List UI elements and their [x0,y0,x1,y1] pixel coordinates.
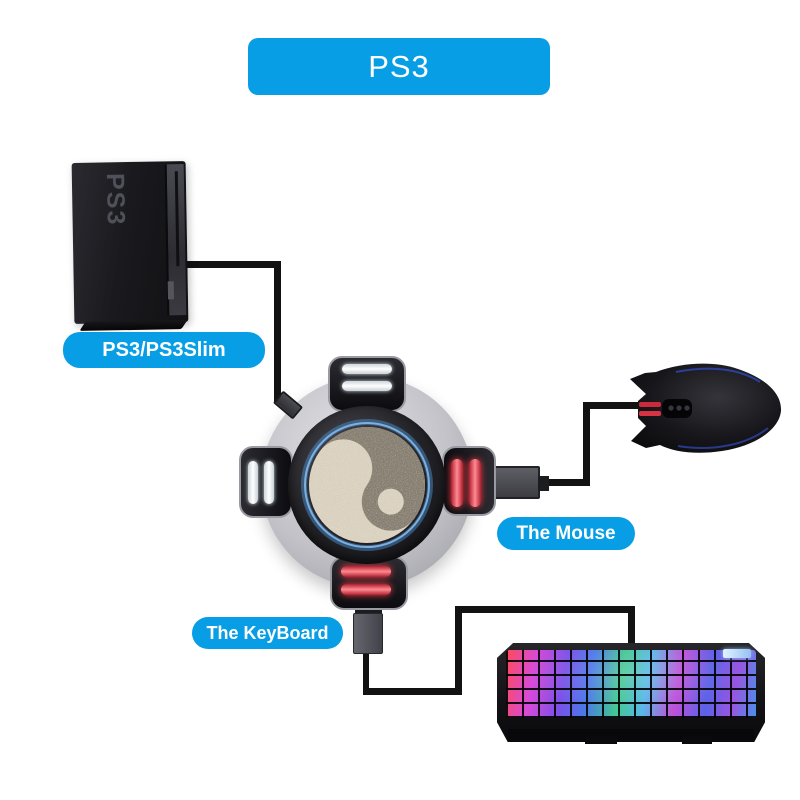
console-usb-ports [167,281,174,300]
led-top-1 [342,364,392,374]
ps3-title-banner: PS3 [248,38,550,95]
console-stand [79,320,188,331]
keyboard-indicator-lights [723,649,751,658]
banner-label: PS3 [368,48,430,84]
led-bottom-1 [341,566,391,577]
usb-plug-mouse [492,466,540,499]
led-bottom-2 [341,584,391,595]
cable-keyboard-h1 [363,688,462,695]
cable-keyboard-v1 [455,606,462,695]
led-top-2 [342,381,392,391]
keyboard-foot [682,736,712,744]
console-logo: PS3 [101,172,131,227]
cable-mouse-h2 [583,402,638,409]
cable-keyboard-v2 [628,606,635,651]
usb-plug-keyboard [353,613,383,654]
keyboard-foot [585,736,617,744]
usb-plug-mouse-tab [538,476,549,491]
cable-mouse-v [583,402,590,486]
keyboard-wrist-ledge [507,729,755,740]
cable-mouse-h1 [546,479,590,486]
mouse-label: The Mouse [497,517,635,550]
led-left-2 [264,461,274,504]
keyboard-label: The KeyBoard [192,617,343,649]
hub-port-bottom [330,556,408,610]
keyboard-rgb-keys [506,650,756,718]
keyboard-image [497,643,765,744]
cable-console-h [185,261,280,268]
yin-yang-icon [301,419,433,551]
console-label: PS3/PS3Slim [63,332,265,368]
led-right-1 [451,459,463,507]
led-left-1 [248,461,258,504]
mouse-side-button-2 [639,411,661,416]
cable-keyboard-drop [363,652,369,695]
cable-keyboard-h2 [455,606,635,613]
mouse-image [630,363,782,453]
cable-console-v [274,261,281,402]
led-right-2 [469,459,481,507]
ps3-console-image: PS3 [71,161,189,331]
mouse-side-button-1 [639,402,661,407]
mouse-body [630,363,782,453]
